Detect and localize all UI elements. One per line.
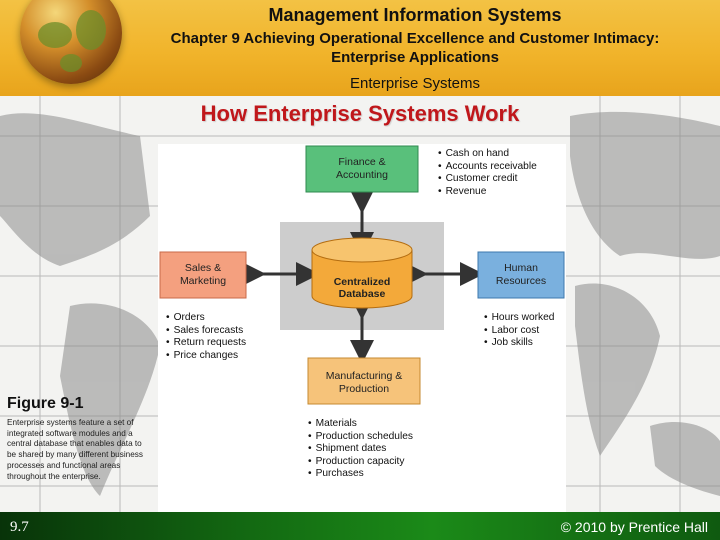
course-title: Management Information Systems — [268, 5, 562, 25]
slide-footer — [0, 512, 720, 540]
manufacturing-module-box — [307, 357, 421, 405]
diagram-shapes — [159, 145, 565, 405]
world-map-background — [0, 96, 720, 512]
hr-module-label: Human Resources — [495, 262, 547, 287]
list-item: Customer credit — [438, 173, 537, 186]
list-item: Materials — [308, 418, 413, 431]
list-item: Revenue — [438, 186, 537, 199]
figure-description: Enterprise systems feature a set of inte… — [7, 418, 143, 481]
globe-logo — [20, 0, 122, 84]
slide-title: How Enterprise Systems Work — [200, 101, 520, 126]
database-cylinder — [311, 237, 413, 309]
hr-module-box — [477, 251, 565, 299]
list-item: Production capacity — [308, 456, 413, 469]
database-label: Centralized Database — [333, 276, 391, 300]
list-item: Return requests — [166, 337, 246, 350]
list-item: Purchases — [308, 468, 413, 481]
list-item: Production schedules — [308, 431, 413, 444]
list-item: Hours worked — [484, 312, 555, 325]
figure-number: Figure 9-1 — [7, 395, 84, 412]
page-number: 9.7 — [10, 519, 29, 535]
manufacturing-module-label: Manufacturing & Production — [325, 370, 403, 395]
list-item: Job skills — [484, 337, 554, 350]
copyright: © 2010 by Prentice Hall — [560, 519, 708, 535]
list-item: Accounts receivable — [438, 161, 537, 174]
sales-module-label: Sales & Marketing — [179, 262, 227, 287]
list-item: Price changes — [166, 350, 246, 363]
finance-module-box — [305, 145, 419, 193]
hr-data-list: Hours worked Labor cost Job skills — [484, 312, 555, 350]
list-item: Labor cost — [484, 325, 554, 338]
section-title: Enterprise Systems — [349, 75, 481, 92]
slide-header — [0, 0, 720, 96]
enterprise-systems-diagram: Finance & Accounting Sales & Marketing H… — [158, 144, 566, 512]
sales-data-list: Orders Sales forecasts Return requests P… — [166, 312, 246, 362]
sales-module-box — [159, 251, 247, 299]
list-item: Orders — [166, 312, 246, 325]
finance-data-list: Cash on hand Accounts receivable Custome… — [438, 148, 537, 198]
list-item: Shipment dates — [308, 443, 413, 456]
list-item: Sales forecasts — [166, 325, 246, 338]
finance-module-label: Finance & Accounting — [336, 156, 388, 181]
list-item: Cash on hand — [438, 148, 537, 161]
manufacturing-data-list: Materials Production schedules Shipment … — [308, 418, 413, 481]
chapter-title: Chapter 9 Achieving Operational Excellen… — [170, 30, 660, 66]
